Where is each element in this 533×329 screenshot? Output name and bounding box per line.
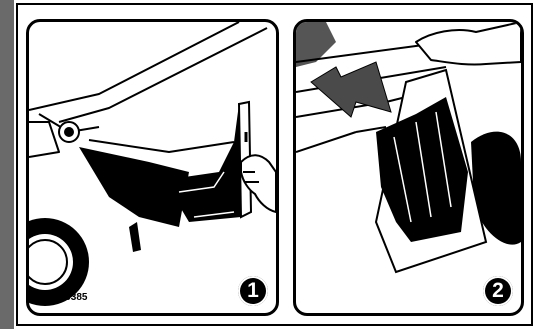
step-2-panel: 2 (293, 19, 524, 316)
page-edge-strip (0, 0, 14, 329)
step-number-badge: 1 (238, 276, 268, 306)
hand-icon (416, 22, 521, 65)
step-number: 1 (247, 279, 259, 303)
step-1-illustration (29, 22, 276, 313)
step-1-panel: 66060385 1 (26, 19, 279, 316)
figure-frame: 66060385 1 (16, 3, 533, 326)
mud-flap-icon (79, 102, 251, 252)
insert-arrow-icon (311, 62, 391, 117)
step-2-illustration (296, 22, 521, 313)
step-number-badge: 2 (483, 276, 513, 306)
figure-code: 66060385 (43, 292, 88, 303)
step-number: 2 (492, 279, 504, 303)
